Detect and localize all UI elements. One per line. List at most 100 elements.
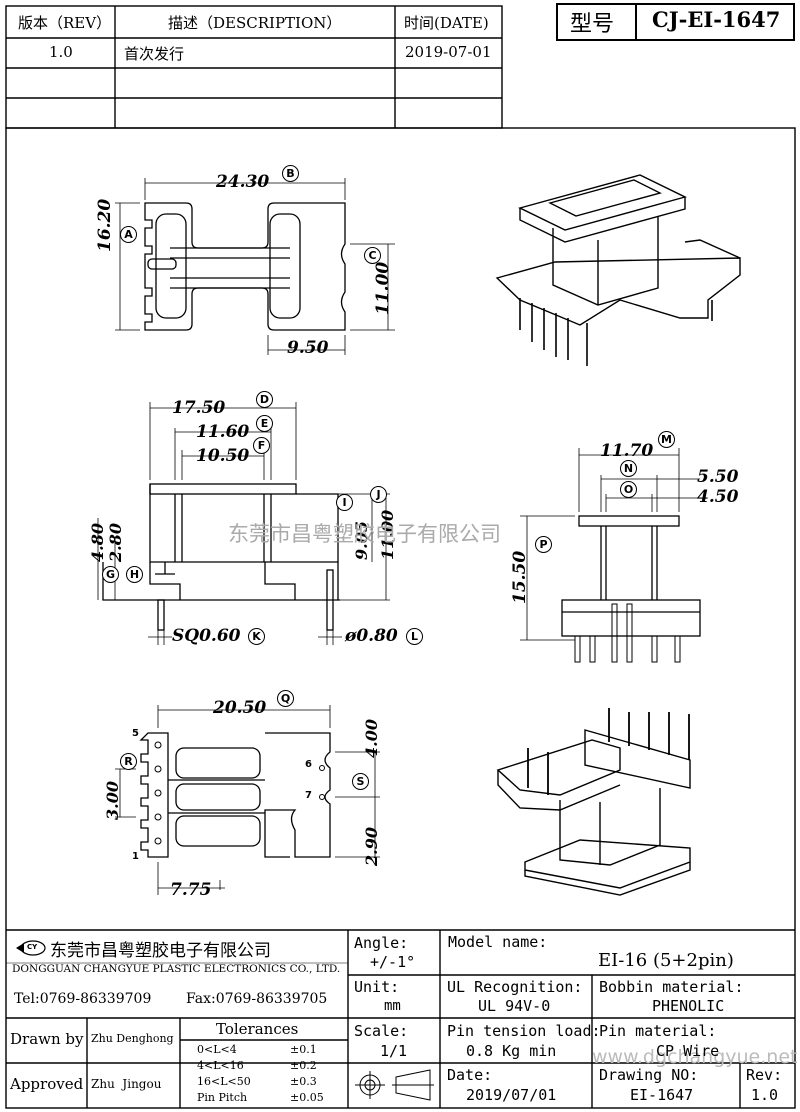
marker-n: N [620,460,637,477]
dim-20-50: 20.50 [213,698,267,718]
tolerance-value-1: ±0.1 [290,1043,317,1056]
angle-label: Angle: [354,934,409,952]
dim-5-50: 5.50 [697,467,739,487]
title-block-grid [6,929,795,1108]
marker-b: B [282,165,299,182]
dim-2-80: 2.80 [106,523,125,562]
marker-c: C [364,247,381,264]
dim-phi080: ø0.80 [345,626,398,646]
dim-17-50: 17.50 [172,398,226,418]
company-name-en: DONGGUAN CHANGYUE PLASTIC ELECTRONICS CO… [12,963,341,975]
rev-header: 版本（REV） [18,14,112,32]
company-tel: Tel:0769-86339709 [14,991,152,1007]
tolerances-title: Tolerances [216,1020,299,1038]
angle-value: +/-1° [370,953,416,971]
tolerance-range-3: 16<L<50 [197,1075,251,1088]
drawn-by-value: Zhu Denghong [91,1032,174,1045]
marker-d: D [256,391,273,408]
marker-j: J [370,486,387,503]
date-value: 2019/07/01 [466,1086,557,1104]
scale-value: 1/1 [380,1042,408,1060]
tolerance-value-2: ±0.2 [290,1059,317,1072]
unit-label: Unit: [354,978,400,996]
marker-g: G [102,566,119,583]
pin-number-5: 5 [132,728,139,739]
tolerance-value-4: ±0.05 [290,1091,324,1104]
date-header: 时间(DATE) [404,14,489,32]
desc-header: 描述（DESCRIPTION） [168,14,342,32]
projection-symbol-icon [355,1069,434,1101]
dim-2-90: 2.90 [362,827,381,866]
view-3d-bottom [496,708,691,896]
marker-h: H [126,566,143,583]
marker-o: O [620,481,637,498]
dim-3-00: 3.00 [103,781,122,820]
dim-11-00: 11.00 [373,261,393,315]
approved-value: Zhu Jingou [91,1077,162,1091]
marker-f: F [253,437,270,454]
marker-i: I [336,494,353,511]
logo-text: CY [27,943,38,951]
company-fax: Fax:0769-86339705 [186,991,328,1007]
rev-value: 1.0 [751,1086,779,1104]
dim-16-20: 16.20 [95,198,115,252]
tolerance-value-3: ±0.3 [290,1075,317,1088]
company-name-cn: 东莞市昌粤塑胶电子有限公司 [50,941,271,961]
dim-sq060: SQ0.60 [172,626,241,646]
bobbin-material-value: PHENOLIC [652,997,725,1015]
marker-a: A [120,226,137,243]
dim-24-30: 24.30 [216,172,270,192]
unit-value: mm [384,998,401,1014]
marker-q: Q [277,690,294,707]
approved-label: Approved [10,1075,84,1093]
rev-row-1-desc: 首次发行 [124,45,185,63]
watermark-url: www.dgchangyue.net [592,1046,798,1068]
tolerance-range-4: Pin Pitch [197,1091,248,1104]
dim-10-50: 10.50 [196,446,250,466]
marker-e: E [256,415,273,432]
pin-tension-label: Pin tension load: [447,1022,601,1040]
dim-4-00: 4.00 [362,719,381,758]
rev-row-1-rev: 1.0 [49,43,73,61]
pin-number-7: 7 [305,790,312,801]
scale-label: Scale: [354,1022,409,1040]
rev-label: Rev: [746,1066,783,1084]
view-front [97,402,390,645]
marker-p: P [535,536,552,553]
bobbin-material-label: Bobbin material: [599,978,744,996]
pin-number-1: 1 [132,851,139,862]
marker-s: S [352,773,369,790]
date-label: Date: [447,1066,493,1084]
dim-9-50: 9.50 [287,338,329,358]
model-name-label: Model name: [448,933,548,951]
dim-4-50: 4.50 [697,487,739,507]
ul-value: UL 94V-0 [478,997,551,1015]
tolerance-range-1: 0<L<4 [197,1043,237,1056]
dim-7-75: 7.75 [170,880,212,900]
view-3d-top [495,174,741,366]
model-value: CJ-EI-1647 [652,7,781,32]
pin-number-6: 6 [305,759,312,770]
dim-4-80: 4.80 [88,523,107,562]
view-top [115,178,395,355]
rev-row-1-date: 2019-07-01 [405,43,492,61]
marker-l: L [406,628,423,645]
marker-m: M [658,431,675,448]
pin-material-label: Pin material: [599,1022,717,1040]
pin-material-value: CP Wire [656,1042,720,1060]
drawing-no-label: Drawing NO: [599,1066,699,1084]
dim-11-70: 11.70 [600,441,654,461]
drawn-by-label: Drawn by [10,1030,84,1048]
ul-label: UL Recognition: [447,978,583,996]
marker-r: R [120,753,137,770]
view-side [520,448,701,663]
tolerance-range-2: 4<L<16 [197,1059,244,1072]
dim-11-60: 11.60 [196,422,250,442]
pin-tension-value: 0.8 Kg min [466,1042,557,1060]
watermark: 东莞市昌粤塑胶电子有限公司 [228,522,501,546]
drawing-no-value: EI-1647 [630,1086,694,1104]
marker-k: K [248,628,265,645]
view-bottom [115,705,380,895]
dim-15-50: 15.50 [510,550,530,604]
